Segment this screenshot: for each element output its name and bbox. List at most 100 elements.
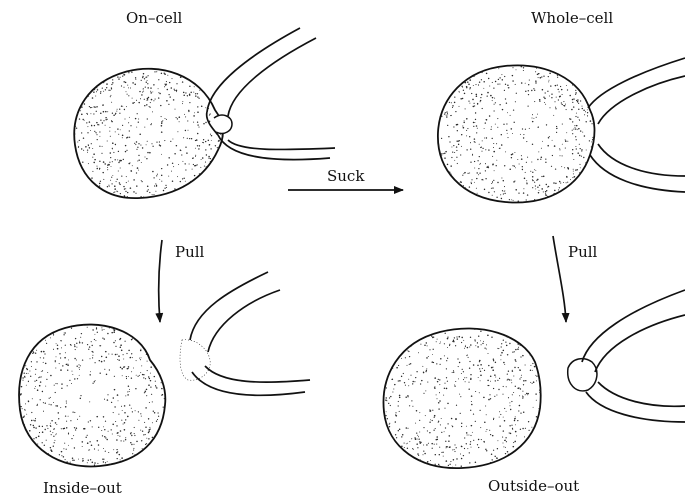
stipple-dot [176,117,177,118]
stipple-dot [479,410,480,411]
stipple-dot [474,168,475,169]
stipple-dot [507,112,508,113]
stipple-dot [108,185,109,186]
stipple-dot [564,105,566,107]
stipple-dot [523,380,525,382]
stipple-dot [471,447,472,448]
stipple-dot [19,355,20,356]
stipple-dot [467,347,468,348]
stipple-dot [573,169,574,170]
stipple-dot [142,339,143,340]
stipple-dot [50,431,51,432]
stipple-dot [79,342,80,343]
stipple-dot [152,171,154,173]
stipple-dot [565,148,566,149]
stipple-dot [474,138,475,139]
stipple-dot [469,346,470,347]
stipple-dot [508,87,509,88]
stipple-dot [449,67,450,68]
stipple-dot [89,449,90,450]
stipple-dot [122,375,123,376]
stipple-dot [509,432,510,433]
stipple-dot [451,102,452,103]
stipple-dot [89,401,90,402]
stipple-dot [436,341,437,342]
stipple-dot [521,155,522,156]
stipple-dot [447,182,448,183]
stipple-dot [520,429,521,430]
stipple-dot [50,423,51,424]
stipple-dot [116,452,118,454]
stipple-dot [392,368,393,369]
stipple-dot [457,124,459,126]
stipple-dot [573,171,574,172]
stipple-dot [169,197,170,198]
stipple-dot [546,124,547,125]
stipple-dot [452,107,453,108]
stipple-dot [439,379,440,380]
stipple-dot [449,435,451,437]
stipple-dot [464,120,465,121]
stipple-dot [199,80,200,81]
stipple-dot [582,196,583,197]
stipple-dot [481,179,483,181]
stipple-dot [89,106,90,107]
stipple-dot [81,70,82,71]
stipple-dot [453,76,454,77]
stipple-dot [512,370,513,371]
stipple-dot [390,396,391,397]
stipple-dot [492,181,493,182]
stipple-dot [587,112,588,113]
stipple-dot [515,335,516,336]
stipple-dot [117,109,118,110]
stipple-dot [148,189,149,190]
stipple-dot [34,388,35,389]
stipple-dot [394,447,395,448]
stipple-dot [466,443,467,444]
stipple-dot [146,443,147,444]
stipple-dot [40,399,41,400]
stipple-dot [518,192,519,193]
stipple-dot [45,403,46,404]
stipple-dot [449,172,451,174]
stipple-dot [199,145,200,146]
stipple-dot [210,113,211,114]
stipple-dot [88,349,89,350]
stipple-dot [466,432,468,434]
stipple-dot [452,372,453,373]
stipple-dot [563,182,564,183]
stipple-dot [100,91,101,92]
stipple-dot [48,453,49,454]
stipple-dot [95,69,96,70]
stipple-dot [574,176,576,178]
stipple-dot [72,411,73,412]
stipple-dot [404,382,405,383]
stipple-dot [470,337,471,338]
stipple-dot [452,425,453,426]
stipple-dot [432,361,434,363]
stipple-dot [146,158,147,159]
stipple-dot [485,65,486,66]
stipple-dot [452,426,453,427]
stipple-dot [96,91,97,92]
stipple-dot [105,437,106,438]
stipple-dot [488,353,489,354]
stipple-dot [469,462,470,463]
stipple-dot [83,192,84,193]
stipple-dot [447,113,448,114]
pull-arrow-left [159,240,162,322]
stipple-dot [500,194,501,195]
stipple-dot [87,442,89,444]
stipple-dot [92,352,93,353]
stipple-dot [459,65,460,66]
stipple-dot [513,442,514,443]
stipple-dot [447,65,448,66]
excised-patch-inside-out [180,340,210,381]
stipple-dot [540,77,542,79]
stipple-dot [473,103,474,104]
stipple-dot [458,189,459,190]
stipple-dot [127,391,128,392]
stipple-dot [501,352,503,354]
stipple-dot [76,359,77,360]
stipple-dot [556,97,557,98]
